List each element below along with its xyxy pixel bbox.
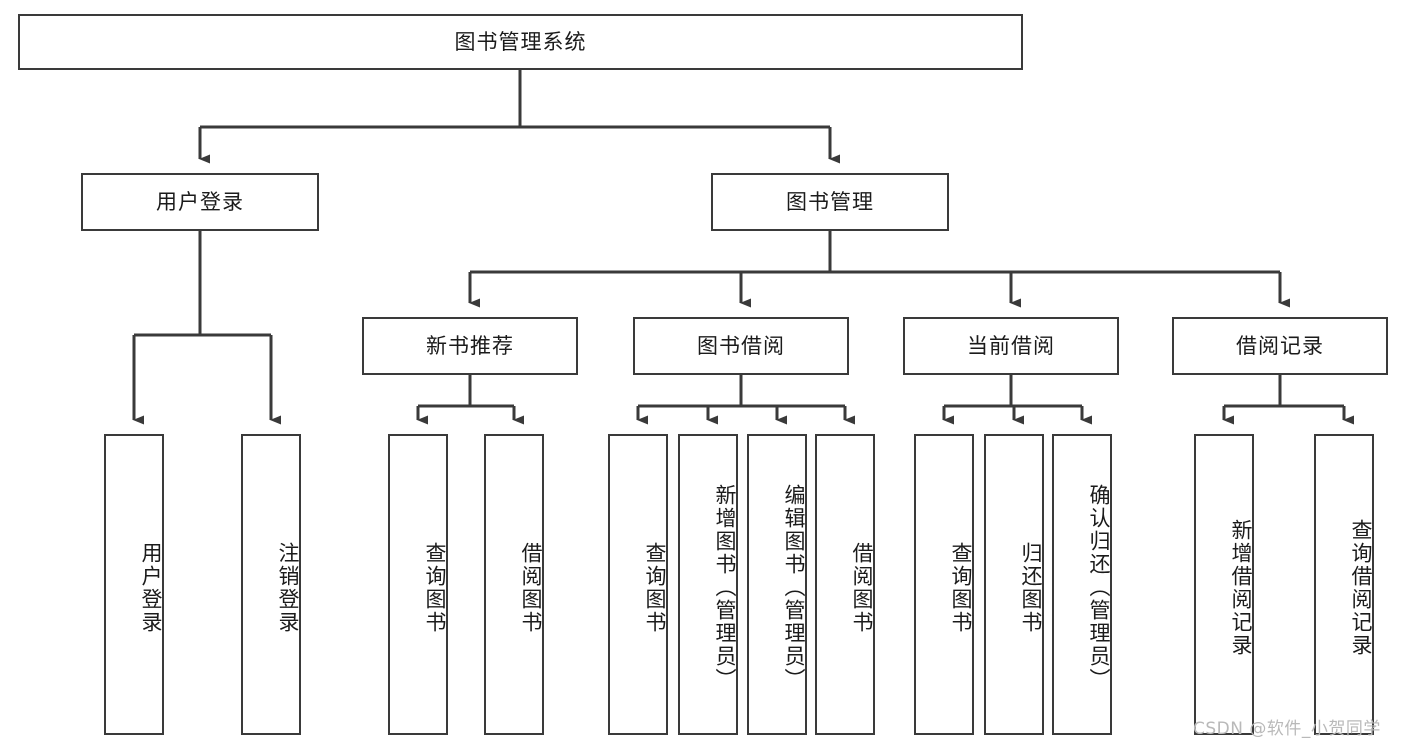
node-label: 确认归还（管理员）: [1087, 484, 1111, 691]
node-label: 查询图书: [423, 541, 447, 634]
leaf-user-login[interactable]: 用户登录: [104, 434, 164, 735]
leaf-query-book-1[interactable]: 查询图书: [388, 434, 448, 735]
node-book-borrow[interactable]: 图书借阅: [633, 317, 849, 375]
node-label: 查询借阅记录: [1349, 518, 1373, 657]
leaf-query-book-2[interactable]: 查询图书: [608, 434, 668, 735]
node-label: 图书管理: [786, 189, 874, 214]
leaf-edit-book-admin[interactable]: 编辑图书（管理员）: [747, 434, 807, 735]
node-label: 归还图书: [1019, 541, 1043, 634]
node-label: 当前借阅: [967, 333, 1055, 358]
leaf-query-borrow-record[interactable]: 查询借阅记录: [1314, 434, 1374, 735]
node-label: 图书管理系统: [454, 29, 587, 54]
node-label: 图书借阅: [697, 333, 785, 358]
node-label: 借阅图书: [850, 541, 874, 634]
node-root[interactable]: 图书管理系统: [18, 14, 1023, 70]
leaf-add-borrow-record[interactable]: 新增借阅记录: [1194, 434, 1254, 735]
node-new-book-recommend[interactable]: 新书推荐: [362, 317, 578, 375]
node-current-borrow[interactable]: 当前借阅: [903, 317, 1119, 375]
node-book-management[interactable]: 图书管理: [711, 173, 949, 231]
csdn-watermark: CSDN @软件_小贺同学: [1193, 719, 1381, 739]
leaf-return-book[interactable]: 归还图书: [984, 434, 1044, 735]
node-label: 编辑图书（管理员）: [782, 484, 806, 691]
node-label: 注销登录: [276, 541, 300, 634]
leaf-query-book-3[interactable]: 查询图书: [914, 434, 974, 735]
node-label: 新增借阅记录: [1229, 518, 1253, 657]
node-label: 新书推荐: [426, 333, 514, 358]
node-user-login-group[interactable]: 用户登录: [81, 173, 319, 231]
node-borrow-records[interactable]: 借阅记录: [1172, 317, 1388, 375]
node-label: 查询图书: [949, 541, 973, 634]
node-label: 用户登录: [139, 541, 163, 634]
leaf-logout[interactable]: 注销登录: [241, 434, 301, 735]
node-label: 用户登录: [156, 189, 244, 214]
leaf-confirm-return-admin[interactable]: 确认归还（管理员）: [1052, 434, 1112, 735]
leaf-borrow-book-1[interactable]: 借阅图书: [484, 434, 544, 735]
leaf-add-book-admin[interactable]: 新增图书（管理员）: [678, 434, 738, 735]
node-label: 借阅图书: [519, 541, 543, 634]
leaf-borrow-book-2[interactable]: 借阅图书: [815, 434, 875, 735]
node-label: 查询图书: [643, 541, 667, 634]
node-label: 借阅记录: [1236, 333, 1324, 358]
node-label: 新增图书（管理员）: [713, 484, 737, 691]
